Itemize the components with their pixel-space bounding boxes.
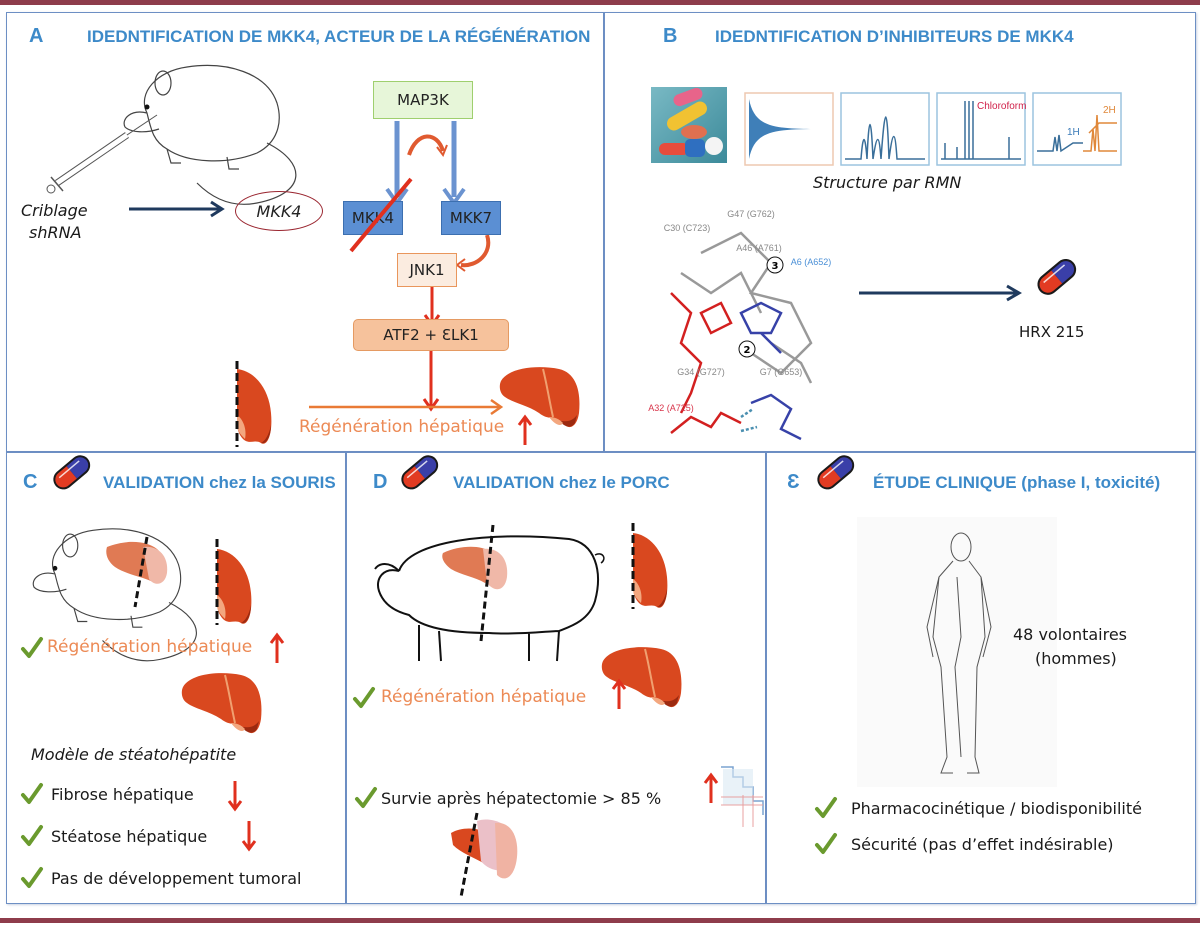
fibrosis-label: Fibrose hépatique bbox=[51, 785, 194, 804]
increase-arrow-icon bbox=[517, 415, 533, 447]
drug-pill-icon bbox=[48, 450, 96, 495]
increase-arrow-icon bbox=[611, 679, 627, 711]
volunteers-gender: (hommes) bbox=[1035, 649, 1117, 668]
regenerated-liver-icon bbox=[180, 672, 263, 735]
bottom-frame-bar bbox=[0, 918, 1200, 923]
panel-b-letter: B bbox=[663, 25, 678, 47]
nmr-2h-label: 2H bbox=[1103, 105, 1116, 116]
panel-a: A IDEDNTIFICATION DE MKK4, ACTEUR DE LA … bbox=[6, 12, 604, 452]
atf2-elk1-node: ATF2 + ƐLK1 bbox=[353, 319, 509, 351]
panel-a-outcome: Régénération hépatique bbox=[299, 417, 505, 437]
panel-c-title: VALIDATION chez la SOURIS bbox=[103, 473, 336, 492]
residue-label: C30 (C723) bbox=[664, 223, 711, 233]
no-tumor-label: Pas de développement tumoral bbox=[51, 869, 302, 888]
check-icon bbox=[21, 637, 43, 658]
crystal-structure: C30 (C723) G47 (G762) A46 (A761) A6 (A65… bbox=[648, 209, 832, 441]
panel-c: C VALIDATION chez la SOURIS Régénération… bbox=[6, 450, 346, 904]
check-icon bbox=[21, 825, 43, 846]
residue-label: A32 (A725) bbox=[648, 403, 694, 413]
check-icon bbox=[353, 687, 375, 708]
steatohepatitis-model-label: Modèle de stéatohépatite bbox=[31, 745, 237, 764]
volunteer-sketch bbox=[857, 517, 1057, 787]
check-icon bbox=[21, 867, 43, 888]
map3k-node: MAP3K bbox=[373, 81, 473, 119]
regenerated-liver-icon bbox=[498, 366, 581, 429]
nmr-1h-label: 1H bbox=[1067, 127, 1080, 138]
syringe-icon bbox=[46, 114, 158, 194]
nmr-chloroform-spectrum: Chloroform bbox=[936, 92, 1026, 166]
panel-a-title: IDEDNTIFICATION DE MKK4, ACTEUR DE LA RÉ… bbox=[87, 27, 591, 46]
nmr-peaks-spectrum bbox=[840, 92, 930, 166]
check-icon bbox=[21, 783, 43, 804]
top-frame-bar bbox=[0, 0, 1200, 5]
screen-label-line1: Criblage bbox=[21, 201, 88, 220]
pig-regeneration-label: Régénération hépatique bbox=[381, 687, 587, 707]
panel-b-title: IDEDNTIFICATION D’INHIBITEURS DE MKK4 bbox=[715, 27, 1074, 46]
hrx215-pill-icon bbox=[1032, 253, 1082, 300]
residue-label: G34 (G727) bbox=[677, 367, 725, 377]
survival-label: Survie après hépatectomie > 85 % bbox=[381, 789, 662, 808]
panel-a-letter: A bbox=[29, 25, 44, 47]
check-icon bbox=[815, 833, 837, 854]
mouse-hepatectomy-illustration bbox=[32, 528, 197, 662]
volunteers-count: 48 volontaires bbox=[1013, 625, 1128, 644]
atf-down-arrow bbox=[422, 351, 440, 412]
panel-e-title: ÉTUDE CLINIQUE (phase I, toxicité) bbox=[873, 473, 1161, 492]
safety-label: Sécurité (pas d’effet indésirable) bbox=[851, 835, 1114, 854]
compound-name: HRX 215 bbox=[1019, 323, 1085, 341]
pharmacokinetics-label: Pharmacocinétique / biodisponibilité bbox=[851, 799, 1142, 818]
pills-photo bbox=[651, 86, 727, 163]
pig-hepatectomy-illustration bbox=[374, 524, 605, 662]
screen-arrow-icon bbox=[129, 200, 225, 218]
panel-e-letter: Ɛ bbox=[787, 471, 800, 493]
steatosis-label: Stéatose hépatique bbox=[51, 827, 208, 846]
panel-d: D VALIDATION chez le PORC Régénération h… bbox=[346, 450, 766, 904]
increase-arrow-icon bbox=[269, 633, 285, 665]
panel-c-letter: C bbox=[23, 471, 38, 493]
mkk4-node: MKK4 bbox=[343, 201, 403, 235]
mouse-syringe-illustration bbox=[46, 64, 297, 205]
panel-b: B IDEDNTIFICATION D’INHIBITEURS DE MKK4 … bbox=[604, 12, 1196, 452]
jnk1-node: JNK1 bbox=[397, 253, 457, 287]
resected-liver-icon bbox=[215, 539, 252, 625]
panel-d-letter: D bbox=[373, 471, 388, 493]
site-number: 3 bbox=[772, 261, 779, 272]
mkk4-knockout-slash-icon bbox=[349, 177, 413, 253]
regeneration-arrow bbox=[309, 398, 504, 416]
pathway-arrows bbox=[385, 121, 491, 328]
chloroform-label: Chloroform bbox=[977, 101, 1026, 112]
nmr-caption: Structure par RMN bbox=[813, 173, 962, 192]
inhibitor-arrow-icon bbox=[859, 284, 1022, 302]
target-label: MKK4 bbox=[256, 201, 302, 221]
nmr-fid-spectrum bbox=[744, 92, 834, 166]
decrease-arrow-icon bbox=[241, 819, 257, 851]
increase-arrow-icon bbox=[703, 773, 719, 805]
drug-pill-icon bbox=[812, 450, 860, 495]
site-number: 2 bbox=[744, 345, 751, 356]
nmr-integration-spectrum: 1H 2H bbox=[1032, 92, 1122, 166]
decrease-arrow-icon bbox=[227, 779, 243, 811]
panel-e: Ɛ ÉTUDE CLINIQUE (phase I, toxicité) 48 … bbox=[766, 450, 1196, 904]
panel-d-title: VALIDATION chez le PORC bbox=[453, 473, 670, 492]
check-icon bbox=[815, 797, 837, 818]
screen-label-line2: shRNA bbox=[29, 223, 82, 242]
residue-label: G7 (G653) bbox=[760, 367, 803, 377]
check-icon bbox=[355, 787, 377, 808]
resected-liver-icon bbox=[631, 523, 668, 609]
drug-pill-icon bbox=[396, 450, 444, 495]
residue-label: G47 (G762) bbox=[727, 209, 775, 219]
resected-liver-icon bbox=[235, 361, 272, 447]
partial-liver-resection-icon bbox=[451, 812, 518, 898]
residue-label: A46 (A761) bbox=[736, 243, 782, 253]
survival-curve-thumbnail bbox=[721, 766, 764, 827]
target-ellipse: MKK4 bbox=[235, 191, 323, 231]
mkk7-node: MKK7 bbox=[441, 201, 501, 235]
mouse-regeneration-label: Régénération hépatique bbox=[47, 637, 253, 657]
residue-label: A6 (A652) bbox=[791, 257, 832, 267]
